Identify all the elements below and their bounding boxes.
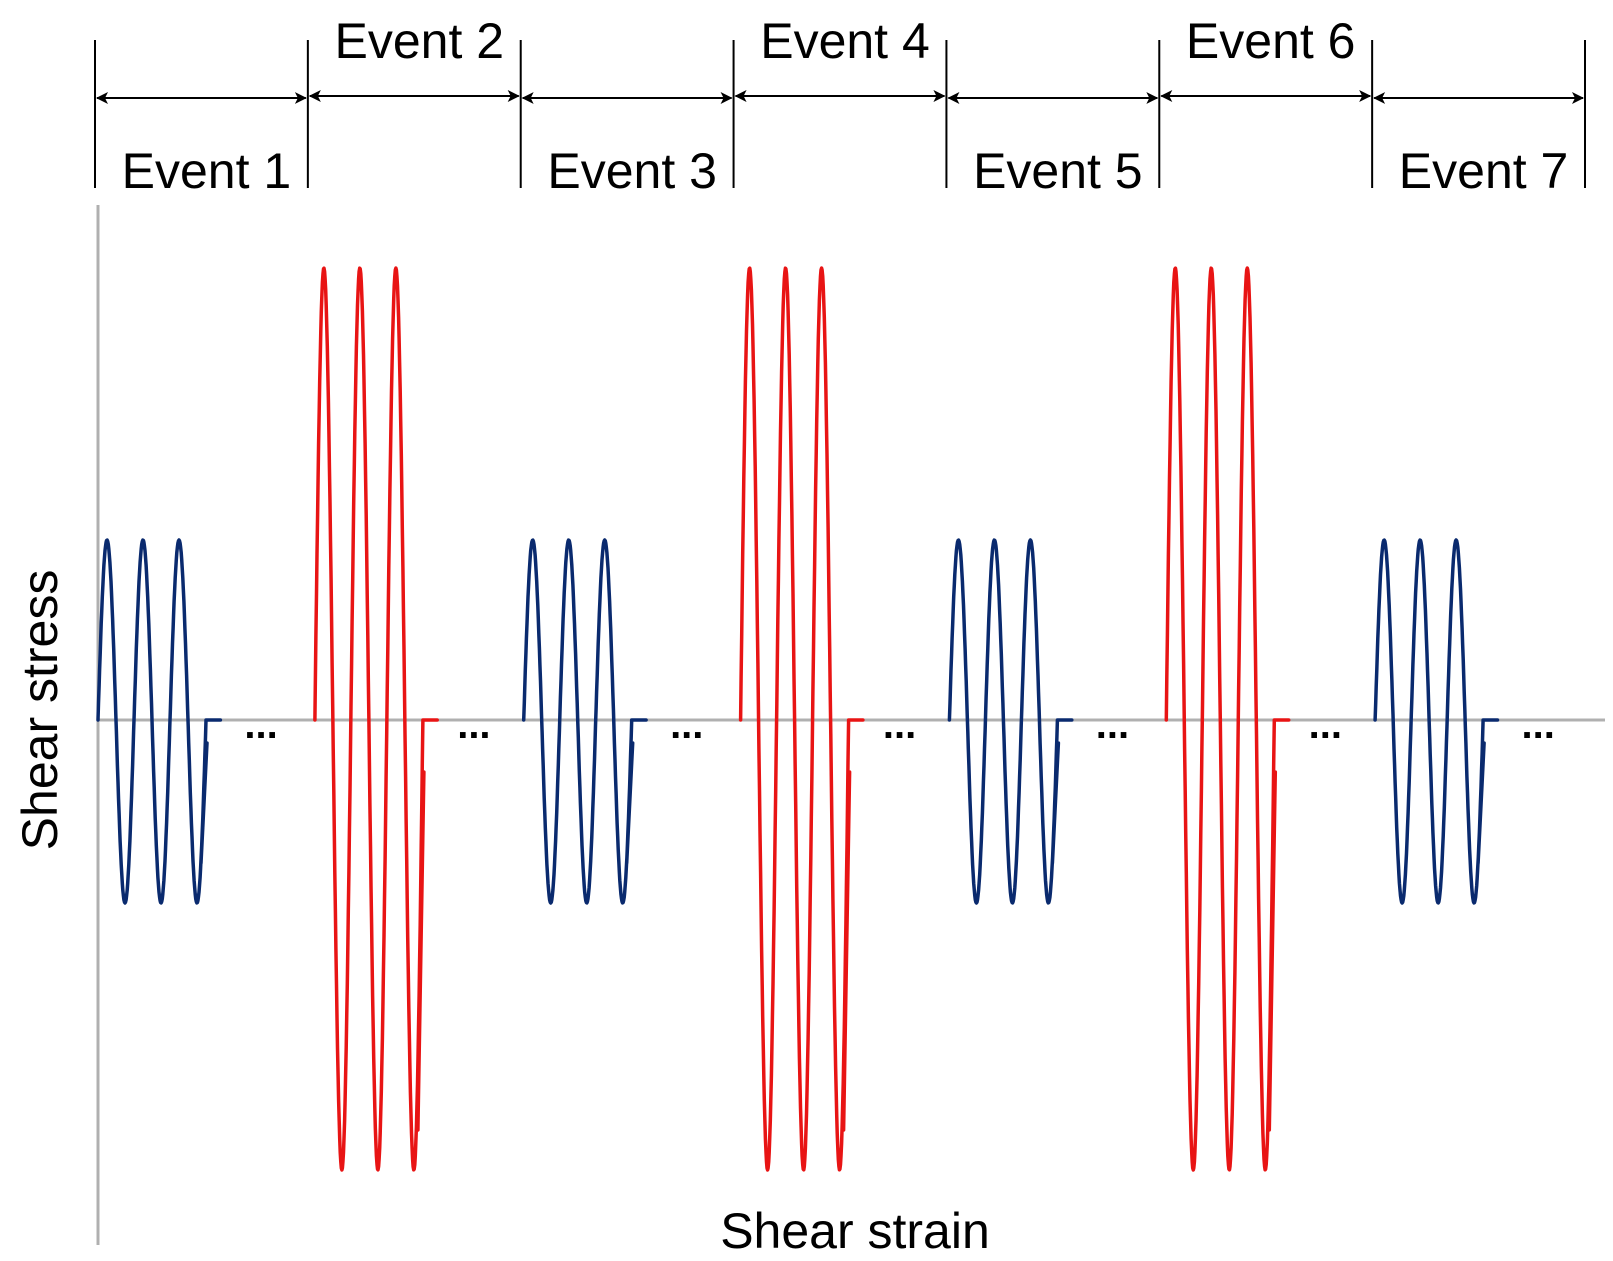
ellipsis-marker: ...	[1096, 703, 1129, 747]
event-label: Event 5	[973, 143, 1143, 199]
low-amplitude-loop	[96, 538, 223, 905]
stress-strain-loops: .....................	[96, 266, 1555, 1172]
ellipsis-marker: ...	[1521, 703, 1554, 747]
high-amplitude-loop	[1164, 266, 1291, 1172]
low-amplitude-loop	[1373, 538, 1500, 905]
low-amplitude-loop	[521, 538, 648, 905]
event-label: Event 3	[547, 143, 717, 199]
ellipsis-marker: ...	[670, 703, 703, 747]
ellipsis-marker: ...	[457, 703, 490, 747]
x-axis-label: Shear strain	[720, 1203, 990, 1259]
event-label: Event 2	[335, 13, 505, 69]
event-label: Event 7	[1399, 143, 1569, 199]
low-amplitude-loop	[947, 538, 1074, 905]
ellipsis-marker: ...	[1309, 703, 1342, 747]
high-amplitude-loop	[313, 266, 439, 1172]
event-annotations: Event 1 Event 2 Event 3 Event 4 Event 5 Event…	[94, 13, 1586, 199]
ellipsis-marker: ...	[883, 703, 916, 747]
high-amplitude-loop	[738, 266, 865, 1172]
event-label: Event 4	[760, 13, 930, 69]
y-axis-label: Shear stress	[12, 570, 68, 851]
event-label: Event 6	[1186, 13, 1356, 69]
event-label: Event 1	[122, 143, 292, 199]
ellipsis-marker: ...	[244, 703, 277, 747]
